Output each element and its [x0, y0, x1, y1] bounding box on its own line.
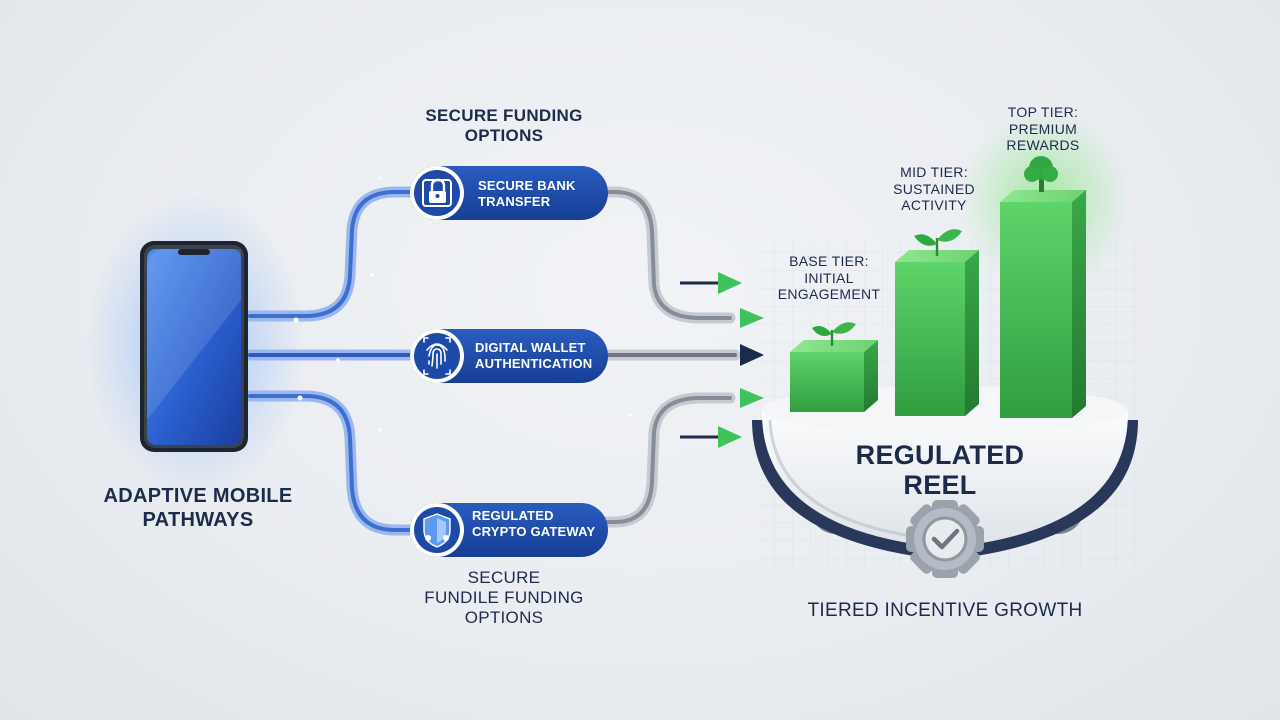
checkmark-gear-icon	[906, 500, 984, 578]
arrow-green-1	[680, 272, 742, 294]
funding-options-bottom-label: SECURE FUNDILE FUNDING OPTIONS	[424, 568, 584, 628]
flow-arrows	[680, 272, 764, 448]
smartphone	[140, 241, 248, 452]
tiered-growth-caption: TIERED INCENTIVE GROWTH	[807, 600, 1083, 621]
bar-base-tier	[790, 340, 878, 412]
funding-options-top-label: SECURE FUNDING OPTIONS	[425, 106, 583, 146]
fingerprint-icon	[423, 337, 451, 375]
blue-paths	[244, 186, 426, 536]
arrow-navy	[740, 344, 764, 366]
arrow-green-4	[680, 426, 742, 448]
sprout-icon	[914, 229, 962, 256]
pill-regulated-crypto-gateway[interactable]	[410, 503, 608, 557]
tier-top-label: TOP TIER: PREMIUM REWARDS	[1006, 104, 1080, 154]
pill-crypto-label: REGULATED CRYPTO GATEWAY	[472, 508, 596, 539]
shield-icon	[423, 513, 451, 548]
tier-mid-label: MID TIER: SUSTAINED ACTIVITY	[893, 164, 975, 214]
pill-digital-wallet-authentication[interactable]	[410, 329, 608, 383]
sparkle-dots	[293, 176, 632, 432]
padlock-icon	[422, 178, 452, 207]
bar-top-tier	[1000, 190, 1086, 418]
bar-mid-tier	[895, 250, 979, 416]
regulated-reel-title: REGULATED REEL	[855, 440, 1025, 501]
arrow-green-3	[740, 388, 764, 408]
tree-icon	[1024, 156, 1058, 192]
pill-bank-label: SECURE BANK TRANSFER	[478, 178, 576, 209]
pill-secure-bank-transfer[interactable]	[410, 166, 608, 220]
sprout-icon	[812, 322, 856, 346]
pill-wallet-label: DIGITAL WALLET AUTHENTICATION	[475, 340, 593, 371]
phone-caption: ADAPTIVE MOBILE PATHWAYS	[103, 485, 293, 531]
tier-base-label: BASE TIER: INITIAL ENGAGEMENT	[777, 253, 881, 303]
arrow-green-2	[740, 308, 764, 328]
gray-paths	[592, 186, 741, 528]
